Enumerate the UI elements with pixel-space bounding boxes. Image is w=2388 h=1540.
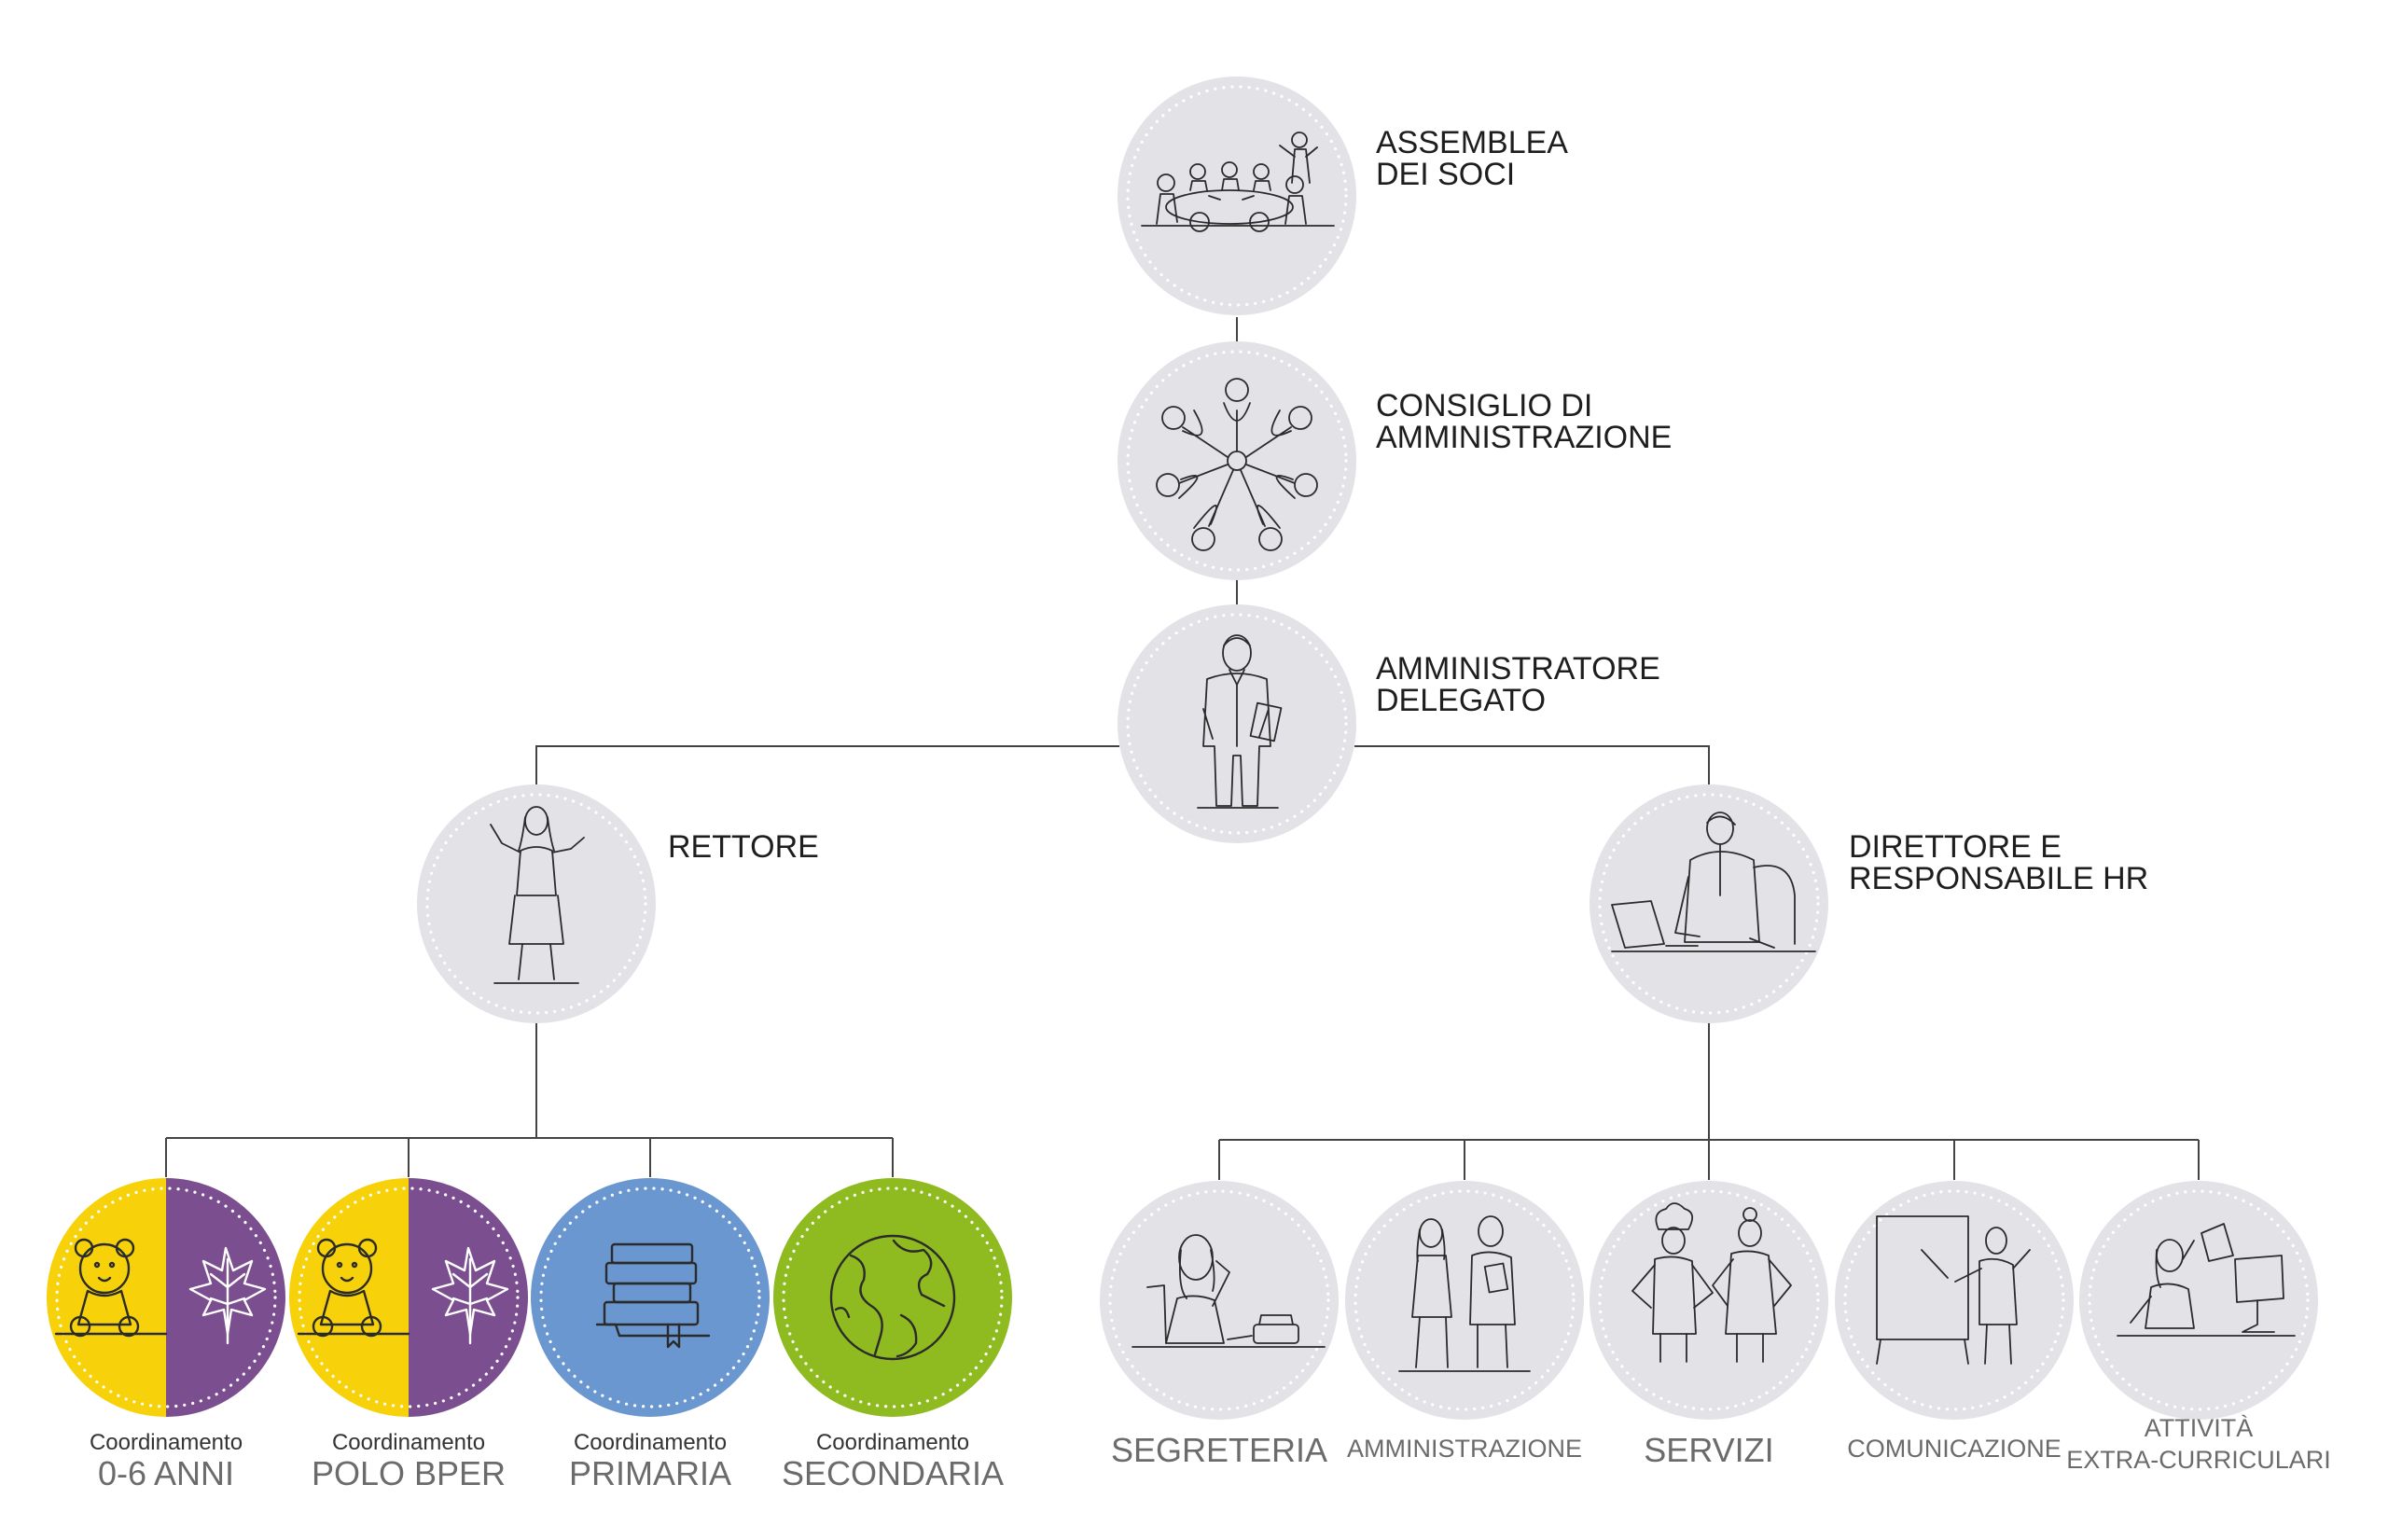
office-label-line: COMUNICAZIONE [1847,1435,2062,1463]
office-servizi: SERVIZI [1590,1181,1828,1469]
node-label-line: RESPONSABILE HR [1849,861,2148,896]
node-circle [2079,1181,2318,1420]
coord-label-big: SECONDARIA [782,1454,1004,1492]
node-label-line: AMMINISTRATORE [1376,651,1660,687]
coord-primaria: Coordinamento PRIMARIA [531,1178,770,1492]
node-circle [1590,784,1828,1023]
node-label-line: DEI SOCI [1376,157,1515,192]
purple-half [166,1178,285,1417]
man-at-desk-laptop-icon [1611,812,1816,952]
office-label-line: SEGRETERIA [1111,1431,1327,1469]
office-label: SERVIZI [1644,1431,1773,1469]
node-rettore: RETTORE [417,784,819,1023]
desk-computer-icon [2117,1223,2296,1337]
woman-presenting-icon [490,806,585,984]
coord-label-small: Coordinamento [332,1430,485,1455]
office-label-line: EXTRA-CURRICULARI [2066,1446,2331,1474]
coord-label-big: PRIMARIA [569,1454,731,1492]
node-label-line: DELEGATO [1376,683,1546,718]
businessman-tablet-icon [1197,634,1283,809]
node-circle [773,1178,1012,1417]
node-circle [1835,1181,2074,1420]
meeting-table-icon [1141,132,1335,232]
node-label-line: RETTORE [668,829,819,865]
node-label-line: CONSIGLIO DI [1376,388,1592,423]
office-comunicazione: COMUNICAZIONE [1835,1181,2074,1463]
maple-leaf-icon [188,1246,267,1345]
coord-label-small: Coordinamento [574,1430,727,1455]
coord-polo-bper: Coordinamento POLO BPER [289,1178,528,1492]
yellow-half [289,1178,409,1417]
receptionist-phone-icon [1132,1234,1326,1348]
office-label-line: ATTIVITÀ [2145,1414,2254,1442]
cooks-icon [1631,1202,1792,1363]
purple-half [409,1178,528,1417]
maple-leaf-icon [431,1246,509,1345]
coord-label-big: POLO BPER [312,1454,506,1492]
books-stack-icon [595,1242,711,1349]
office-label-line: AMMINISTRAZIONE [1347,1435,1582,1463]
node-label-line: AMMINISTRAZIONE [1376,420,1672,455]
node-circle [1118,76,1356,315]
node-circle [417,784,656,1023]
colleagues-standing-icon [1398,1215,1531,1372]
office-label: AMMINISTRAZIONE [1347,1435,1582,1463]
coord-label-big: 0-6 ANNI [98,1454,234,1492]
office-segreteria: SEGRETERIA [1100,1181,1339,1469]
node-circle [531,1178,770,1417]
flipchart-presenter-icon [1876,1215,2031,1365]
office-amministrazione: AMMINISTRAZIONE [1345,1181,1584,1463]
office-label-line: SERVIZI [1644,1431,1773,1469]
coord-label-small: Coordinamento [90,1430,243,1455]
node-label-line: ASSEMBLEA [1376,125,1568,160]
round-table-people-icon [1156,378,1318,551]
coord-label-small: Coordinamento [816,1430,969,1455]
office-label: ATTIVITÀ EXTRA-CURRICULARI [2066,1414,2331,1474]
coord-0-6-anni: Coordinamento 0-6 ANNI [47,1178,285,1492]
office-label: SEGRETERIA [1111,1431,1327,1469]
globe-icon [829,1234,956,1361]
teddy-bear-icon [297,1238,410,1338]
node-circle [1118,341,1356,580]
office-label: COMUNICAZIONE [1847,1435,2062,1463]
node-circle [1345,1181,1584,1420]
node-circle [1590,1181,1828,1420]
teddy-bear-icon [54,1238,168,1338]
connectors [165,317,2200,1180]
node-label-line: DIRETTORE E [1849,829,2062,865]
yellow-half [47,1178,166,1417]
office-attivita-extra-curriculari: ATTIVITÀ EXTRA-CURRICULARI [2066,1181,2331,1474]
node-label: RETTORE [668,829,819,865]
coord-secondaria: Coordinamento SECONDARIA [773,1178,1012,1492]
node-circle [1100,1181,1339,1420]
